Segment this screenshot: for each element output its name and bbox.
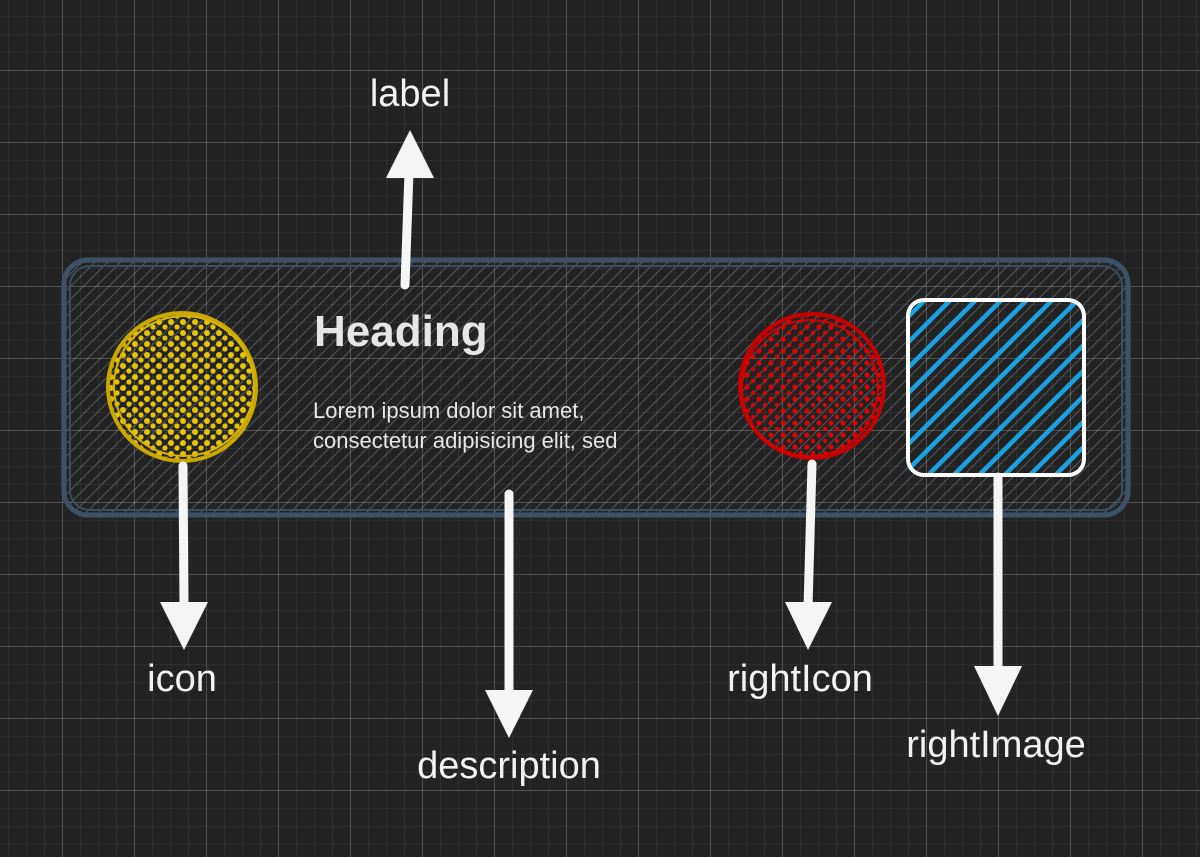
callout-label: label <box>370 73 450 115</box>
arrow-down-right-image <box>974 472 1022 716</box>
right-image-box <box>906 298 1086 477</box>
callout-right-image: rightImage <box>906 724 1086 766</box>
card-heading: Heading <box>314 307 488 356</box>
card-sketch-outline <box>69 265 1123 511</box>
arrow-down-icon <box>160 461 208 650</box>
icon-circle <box>106 311 258 463</box>
card <box>61 257 1131 518</box>
callout-icon: icon <box>147 658 217 700</box>
callout-description: description <box>417 745 601 787</box>
callout-right-icon: rightIcon <box>727 658 873 700</box>
card-background <box>61 257 1131 518</box>
card-description-line-2: consectetur adipisicing elit, sed <box>313 428 618 453</box>
right-icon-circle <box>738 312 886 460</box>
arrow-down-description <box>485 489 533 738</box>
arrow-down-right-icon <box>785 459 832 650</box>
arrow-up-label <box>386 130 434 290</box>
card-description-line-1: Lorem ipsum dolor sit amet, <box>313 398 584 423</box>
